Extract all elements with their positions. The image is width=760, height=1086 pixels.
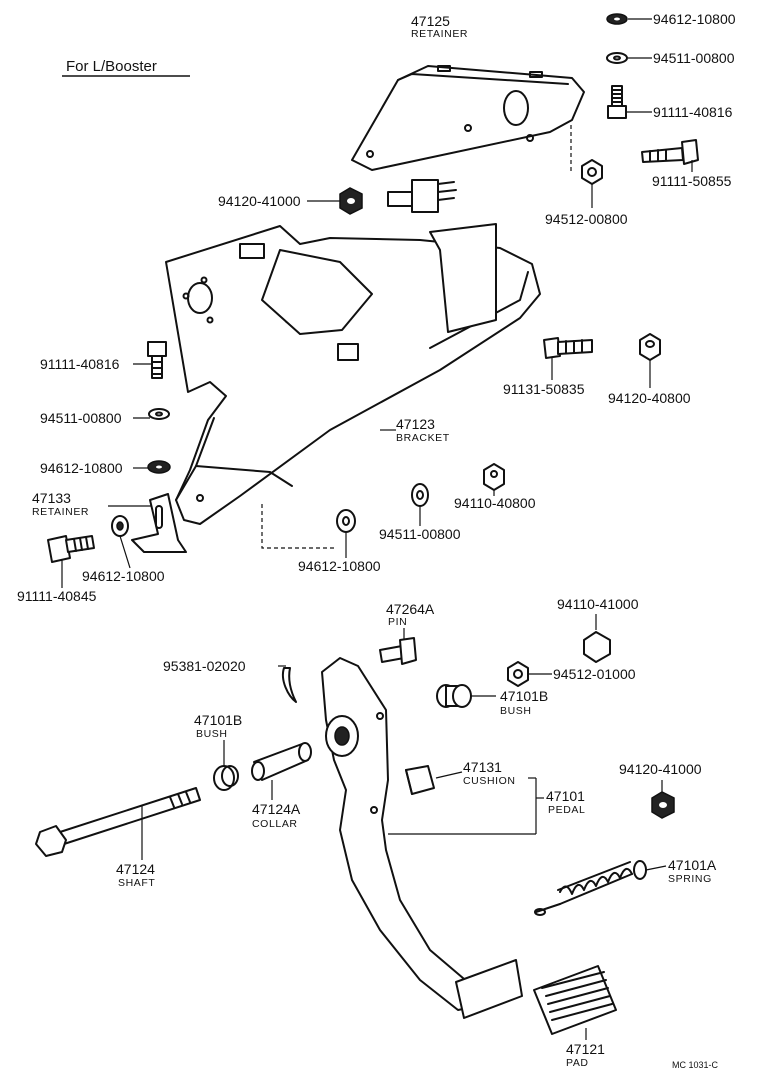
label-47101-name: PEDAL: [548, 804, 585, 816]
shaft-47124-drawing: [35, 787, 201, 857]
label-94612-10800-left: 94612-10800: [40, 460, 123, 476]
label-47124-num: 47124: [116, 861, 155, 877]
pin-47264A-drawing: [379, 637, 417, 665]
label-47101B-right-num: 47101B: [500, 688, 548, 704]
label-94612-10800-low: 94612-10800: [298, 558, 381, 574]
label-47131-name: CUSHION: [463, 775, 516, 787]
nut-94120-41000-top-drawing: [339, 187, 363, 215]
label-47101-num: 47101: [546, 788, 585, 804]
washer-94612-left-drawing: [147, 460, 171, 474]
label-47121-num: 47121: [566, 1041, 605, 1057]
bolt-91111-40816-top-drawing: [607, 85, 627, 119]
retainer-47133-drawing: [131, 493, 187, 553]
washer-94511-left-drawing: [148, 408, 170, 420]
nut-94110-41000-drawing: [583, 631, 611, 663]
label-47101B-right-name: BUSH: [500, 705, 532, 717]
bolt-91131-50835-drawing: [543, 337, 593, 359]
label-94511-00800-mid: 94511-00800: [379, 526, 461, 542]
retainer-47125-drawing: [351, 65, 585, 171]
nut-94120-40800-drawing: [639, 333, 661, 361]
label-47264A-name: PIN: [388, 616, 407, 628]
stop-lamp-switch-drawing: [387, 179, 457, 213]
label-94120-41000-top: 94120-41000: [218, 193, 301, 209]
bolt-91111-40816-left-drawing: [147, 341, 167, 379]
spring-47101A-drawing: [534, 860, 647, 916]
label-47101B-left-name: BUSH: [196, 728, 228, 740]
bolt-91111-50855-drawing: [641, 139, 699, 165]
bush-47101B-right-drawing: [436, 684, 472, 708]
label-47124A-name: COLLAR: [252, 818, 298, 830]
label-47121-name: PAD: [566, 1057, 589, 1069]
label-47125-name: RETAINER: [411, 28, 468, 40]
label-47101A-num: 47101A: [668, 857, 717, 873]
washer-94612-low-drawing: [336, 509, 356, 533]
nut-94110-40800-drawing: [483, 463, 505, 491]
label-47123-name: BRACKET: [396, 432, 450, 444]
pedal-47101-drawing: [321, 657, 523, 1019]
bracket-47123-drawing: [165, 223, 541, 525]
label-47125-num: 47125: [411, 13, 450, 29]
label-91111-40816-left: 91111-40816: [40, 356, 120, 372]
label-94512-01000: 94512-01000: [553, 666, 636, 682]
label-47101A-name: SPRING: [668, 873, 712, 885]
leader-lines: [61, 18, 693, 1040]
label-47133-name: RETAINER: [32, 506, 89, 518]
bush-47101B-left-drawing: [213, 765, 239, 791]
cushion-47131-drawing: [405, 765, 435, 795]
washer-94612-top-drawing: [606, 13, 628, 25]
label-91131-50835: 91131-50835: [503, 381, 585, 397]
washer-94511-mid-drawing: [411, 483, 429, 507]
figure-code: MC 1031-C: [672, 1060, 719, 1070]
pad-47121-drawing: [533, 965, 617, 1035]
label-94511-00800-left: 94511-00800: [40, 410, 122, 426]
label-91111-40845: 91111-40845: [17, 588, 97, 604]
label-47124-name: SHAFT: [118, 877, 155, 889]
label-47131-num: 47131: [463, 759, 502, 775]
label-94612-10800-top: 94612-10800: [653, 11, 736, 27]
dashed-line-bracket-hardware: [261, 504, 334, 549]
washer-94511-top-drawing: [606, 52, 628, 64]
label-47123-num: 47123: [396, 416, 435, 432]
label-94512-00800: 94512-00800: [545, 211, 628, 227]
label-91111-50855: 91111-50855: [652, 173, 732, 189]
label-47124A-num: 47124A: [252, 801, 301, 817]
nut-94512-00800-drawing: [581, 159, 603, 185]
collar-47124A-drawing: [251, 742, 312, 781]
label-95381-02020: 95381-02020: [163, 658, 246, 674]
label-94110-41000: 94110-41000: [557, 596, 639, 612]
label-91111-40816-top: 91111-40816: [653, 104, 733, 120]
label-94120-40800: 94120-40800: [608, 390, 691, 406]
booster-note: For L/Booster: [66, 58, 157, 75]
label-47264A-num: 47264A: [386, 601, 435, 617]
label-94612-10800-mid: 94612-10800: [82, 568, 165, 584]
washer-94612-mid-drawing: [111, 515, 129, 537]
label-47101B-left-num: 47101B: [194, 712, 242, 728]
label-94110-40800: 94110-40800: [454, 495, 536, 511]
nut-94120-41000-low-drawing: [651, 791, 675, 819]
cotter-pin-95381-drawing: [282, 667, 297, 703]
label-47133-num: 47133: [32, 490, 71, 506]
label-94120-41000-low: 94120-41000: [619, 761, 702, 777]
label-94511-00800-top: 94511-00800: [653, 50, 735, 66]
nut-94512-01000-drawing: [507, 661, 529, 687]
bolt-91111-40845-drawing: [47, 535, 95, 563]
